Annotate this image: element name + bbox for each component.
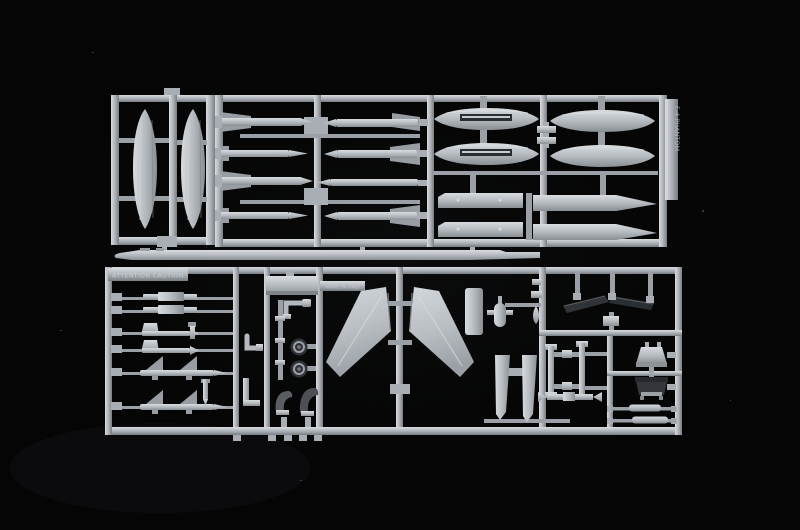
paddle-fin-missile-2 bbox=[141, 340, 199, 355]
outer-wing-panel-right bbox=[409, 287, 474, 377]
flat-panel bbox=[266, 270, 318, 295]
vertical-tag-text: F-4 PHANTOM bbox=[673, 106, 681, 151]
arch-bracket-1 bbox=[275, 391, 293, 427]
long-strip-part bbox=[114, 247, 541, 260]
ejection-seat-pan bbox=[635, 374, 676, 400]
sidewinder-missile-1 bbox=[140, 356, 227, 380]
sprue-top-main: F-4 PHANTOM bbox=[214, 95, 681, 247]
caution-tag-text: ATTENTION CAUTION bbox=[112, 273, 184, 280]
caution-text-tag: ATTENTION CAUTION bbox=[108, 268, 188, 281]
actuator-rod-2 bbox=[607, 416, 677, 424]
ejection-seat-back bbox=[636, 342, 676, 373]
dust-specks bbox=[60, 52, 731, 481]
stabilator-joiner bbox=[603, 312, 619, 330]
sprue-small-left bbox=[111, 88, 215, 247]
pylon-rail-pointed-2 bbox=[533, 224, 657, 240]
sparrow-missile-half-6 bbox=[317, 179, 427, 186]
elbow-strut-1 bbox=[281, 299, 311, 319]
outer-wing-panel-left bbox=[326, 287, 391, 377]
tiny-parts-chain bbox=[531, 279, 542, 324]
center-tag-text: MADE IN ITALY bbox=[325, 284, 359, 290]
intake-ramp-2 bbox=[522, 355, 537, 422]
center-text-tag: MADE IN ITALY bbox=[320, 281, 365, 291]
joiner-plate-2 bbox=[304, 188, 328, 205]
vertical-id-tag: F-4 PHANTOM bbox=[665, 99, 681, 200]
joiner-plate-1 bbox=[304, 117, 328, 134]
intake-ramp-1 bbox=[495, 355, 510, 420]
elbow-strut-2 bbox=[243, 333, 263, 406]
sprue-bottom-main: ATTENTION CAUTION MADE IN ITALY bbox=[105, 267, 682, 441]
pylon-rail-1 bbox=[438, 193, 523, 208]
stabilator-blade-left bbox=[563, 272, 609, 313]
arch-bracket-2 bbox=[299, 388, 319, 427]
launch-rail-2 bbox=[143, 305, 197, 314]
inner-pylon bbox=[487, 296, 513, 327]
pylon-rail-pointed-1 bbox=[533, 195, 657, 211]
wheel-1 bbox=[289, 337, 309, 357]
gear-strut bbox=[275, 300, 285, 380]
sidewinder-missile-2 bbox=[140, 390, 227, 414]
small-rocket bbox=[201, 379, 210, 406]
pylon-rail-2 bbox=[438, 222, 523, 237]
wheel-2 bbox=[289, 359, 309, 379]
small-rect-panel bbox=[465, 288, 483, 335]
gear-leg-cluster bbox=[538, 341, 607, 402]
paddle-fin-missile-1 bbox=[141, 322, 199, 339]
tank-joiner-block bbox=[537, 122, 556, 148]
actuator-rod-1 bbox=[607, 404, 677, 412]
stabilator-blade-right bbox=[608, 272, 654, 310]
launch-rail-1 bbox=[143, 292, 197, 301]
floor-haze bbox=[10, 423, 310, 513]
